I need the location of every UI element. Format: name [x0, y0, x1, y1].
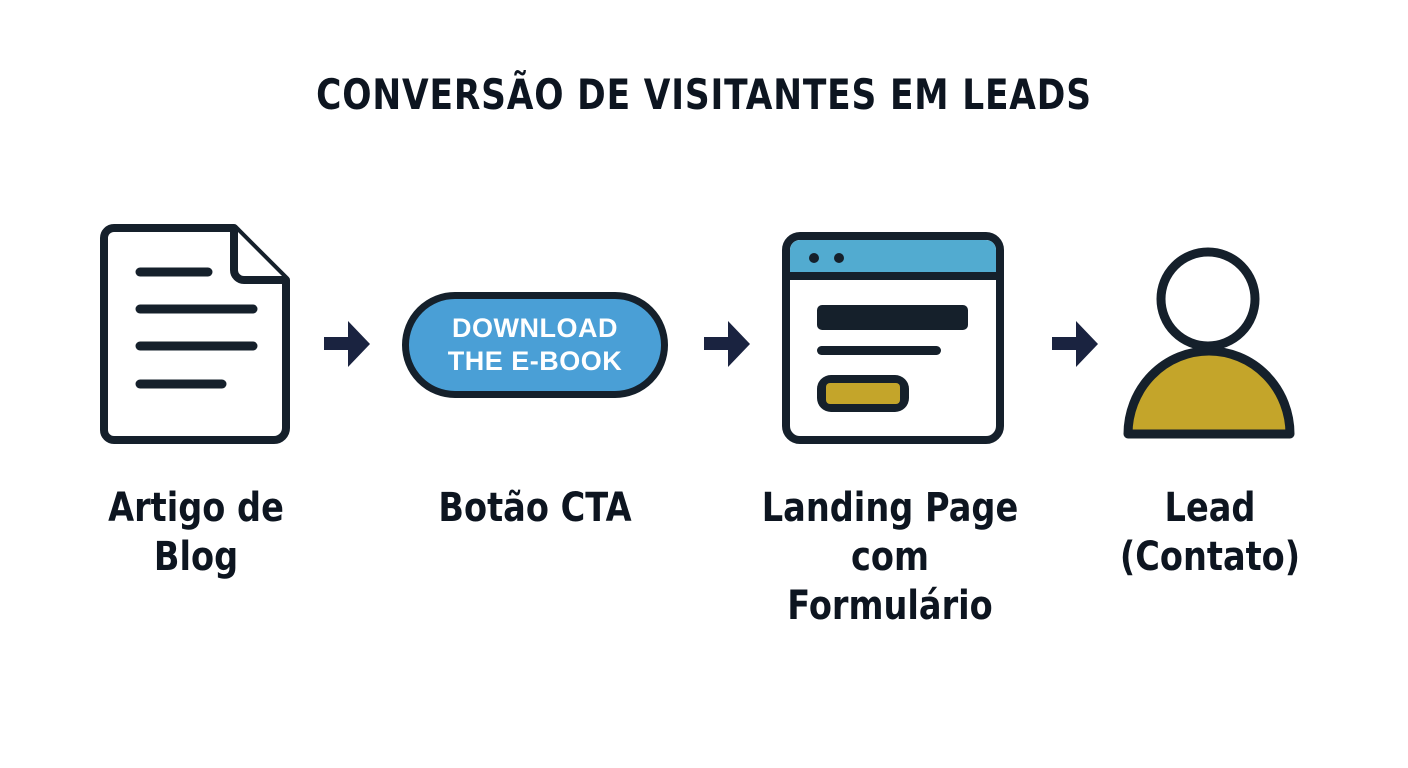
arrow-right-icon: [1052, 321, 1098, 367]
step-label-lead: Lead (Contato): [1119, 485, 1301, 580]
diagram-title: CONVERSÃO DE VISITANTES EM LEADS: [316, 70, 1092, 119]
document-icon: [100, 224, 290, 444]
step-label-landing-page: Landing Page com Formulário: [761, 485, 1019, 629]
arrow-right-icon: [324, 321, 370, 367]
step-label-blog-article: Artigo de Blog: [108, 485, 284, 580]
cta-line-1: DOWNLOAD: [452, 313, 618, 343]
cta-line-2: THE E-BOOK: [447, 346, 623, 376]
user-icon: [1123, 247, 1295, 439]
download-ebook-cta-button[interactable]: DOWNLOAD THE E-BOOK: [402, 292, 668, 398]
browser-form-icon: [782, 232, 1004, 444]
arrow-right-icon: [704, 321, 750, 367]
step-label-cta-button: Botão CTA: [438, 485, 632, 531]
